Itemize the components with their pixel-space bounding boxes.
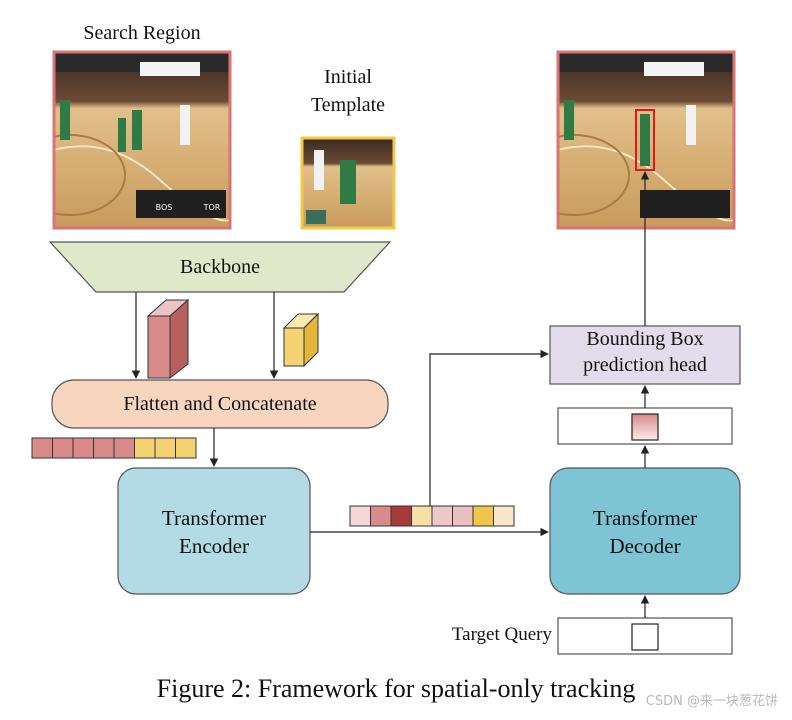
initial-template-label-line1: Initial [324,66,372,88]
initial-template-image [302,138,394,228]
target-query-token [631,623,659,651]
token-cell [411,505,433,527]
token-cell [52,437,74,459]
token-cell [154,437,176,459]
flatten-concat-block [51,379,389,429]
flatten-concat-label: Flatten and Concatenate [123,393,317,415]
bbox-head-block [549,325,741,385]
initial-template-frame [300,136,396,230]
scoreboard-right-team: TOR [203,203,221,212]
initial-template-label-line2: Template [310,94,386,116]
bbox-head-label-line1: Bounding Box [586,328,704,350]
transformer-decoder-block [549,467,741,595]
token-cell [349,505,371,527]
decoder-label-line2: Decoder [609,534,681,558]
search-feature-block [146,298,190,380]
output-image-frame [556,50,736,230]
token-cell [72,437,94,459]
encoder-label-line1: Transformer [161,506,267,530]
token-cell [472,505,494,527]
bbox-head-label-line2: prediction head [583,354,707,376]
output-image [558,52,734,228]
predicted-bounding-box [635,109,655,171]
search-region-label: Search Region [83,22,201,44]
token-cell [113,437,135,459]
token-cell [370,505,392,527]
figure-caption: Figure 2: Framework for spatial-only tra… [156,674,636,703]
search-region-frame [52,50,232,230]
encoder-label-line2: Encoder [179,534,249,558]
token-cell [452,505,474,527]
token-cell [390,505,412,527]
backbone-block [48,241,392,293]
token-cell [431,505,453,527]
transformer-encoder-block [117,467,311,595]
arrow-encoder-to-bbox-head [429,349,549,506]
encoder-output-token-sequence [349,505,515,527]
target-query-label: Target Query [451,624,552,645]
token-cell [31,437,53,459]
search-region-image [54,52,230,228]
decoder-label-line1: Transformer [592,506,698,530]
watermark: CSDN @来一块葱花饼 [645,694,778,709]
concat-token-sequence [31,437,197,459]
token-cell [134,437,156,459]
scoreboard-left-team: BOS [155,203,173,212]
token-cell [493,505,515,527]
token-cell [93,437,115,459]
token-cell [175,437,197,459]
template-feature-block [282,312,320,368]
decoder-output-token [631,413,659,441]
backbone-label: Backbone [180,256,260,278]
